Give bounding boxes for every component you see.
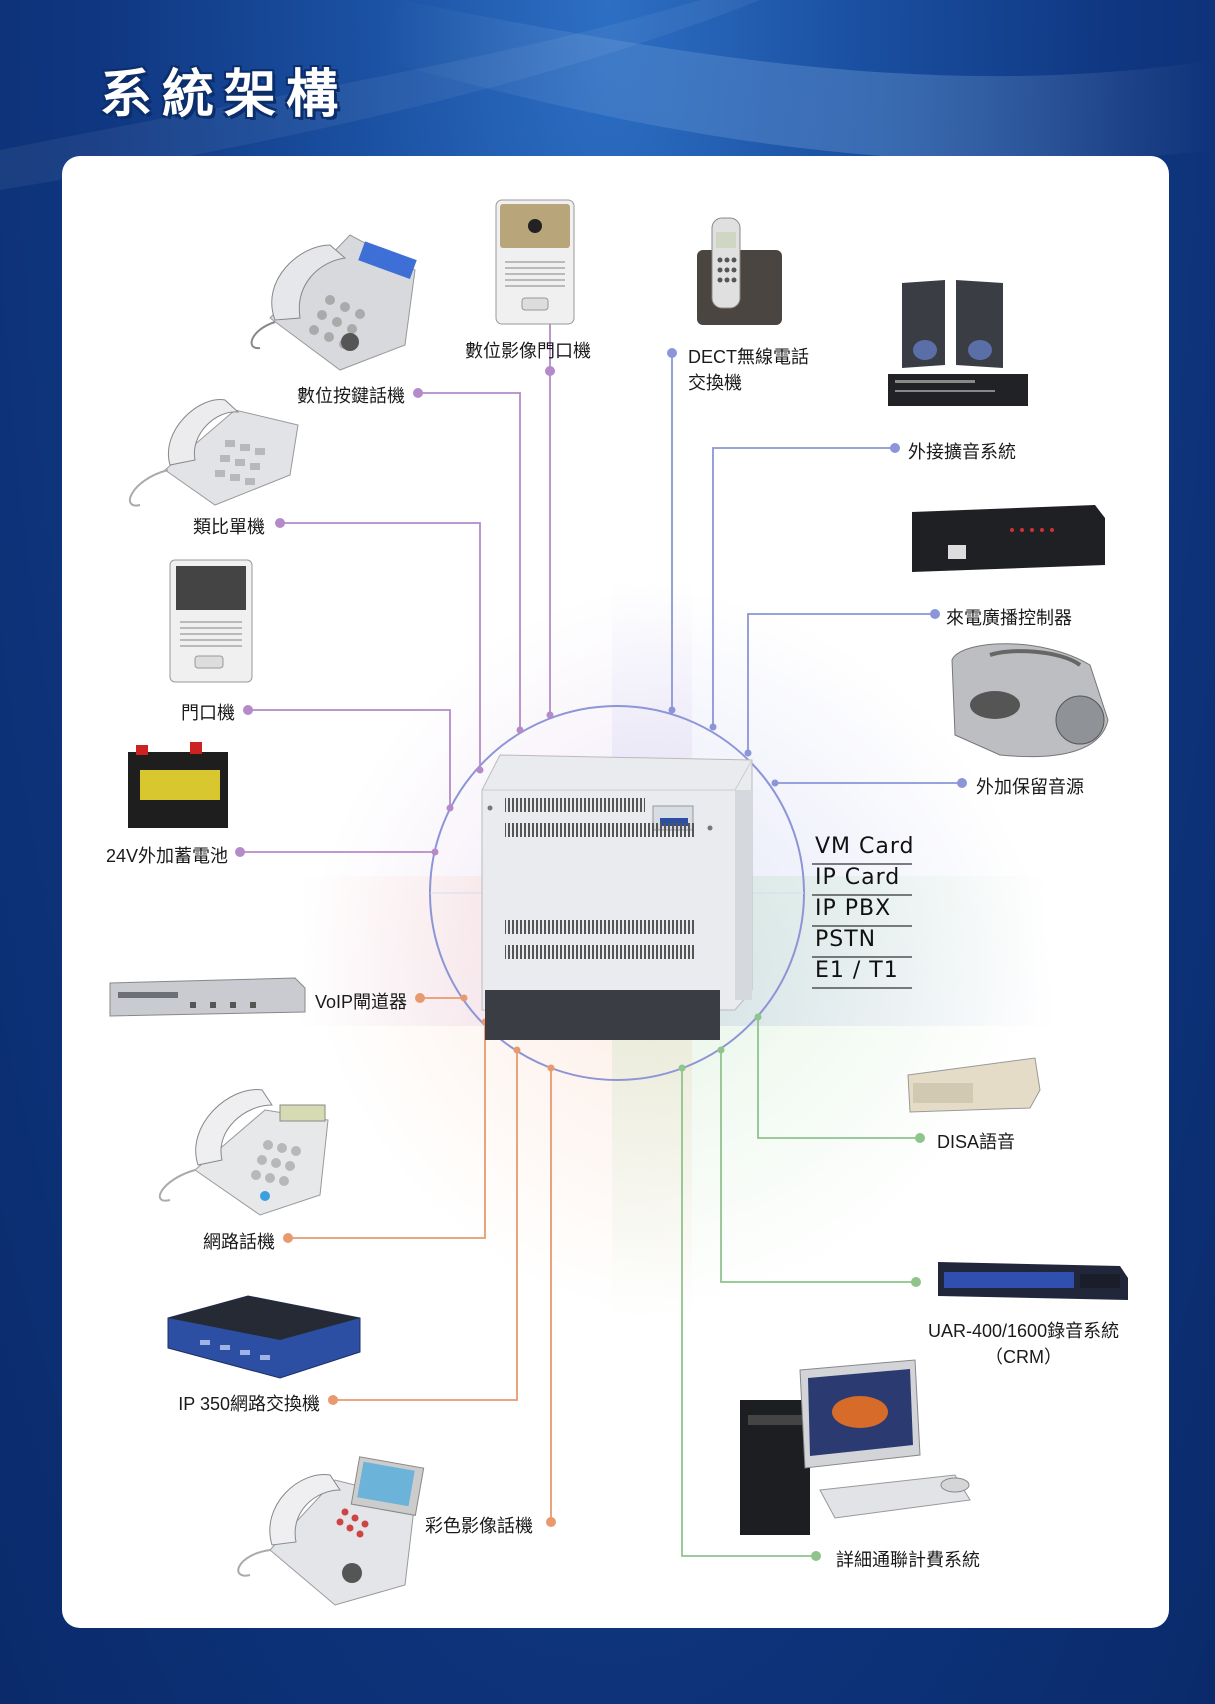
disa-img (907, 1057, 1041, 1113)
voip-gateway-img (109, 977, 306, 1017)
pa-system-img (888, 280, 1028, 406)
digital-key-phone-img (250, 234, 417, 371)
orange-connectors (288, 997, 552, 1522)
card-ip-pbx: IP PBX (815, 896, 892, 921)
color-video-phone-img (237, 1456, 425, 1606)
ip-phone-img (158, 1089, 329, 1216)
label-digital-key-phone: 數位按鍵話機 (297, 386, 405, 406)
blue-dots (667, 348, 967, 788)
label-voip-gateway: VoIP閘道器 (315, 992, 408, 1012)
ip-switch-img (167, 1295, 361, 1379)
label-billing: 詳細通聯計費系統 (836, 1550, 980, 1570)
billing-computer-img (740, 1359, 971, 1535)
card-pstn: PSTN (815, 927, 877, 952)
purple-connectors (240, 260, 551, 853)
label-disa: DISA語音 (937, 1132, 1016, 1152)
label-battery: 24V外加蓄電池 (105, 846, 228, 866)
broadcast-controller-img (912, 505, 1105, 572)
label-recorder: UAR-400/1600錄音系統 (928, 1321, 1120, 1341)
battery-img (128, 742, 228, 828)
pbx-cabinet (481, 754, 753, 1040)
blue-connectors (671, 353, 962, 784)
purple-dots (235, 366, 555, 857)
card-ip: IP Card (815, 865, 901, 890)
label-ip-switch: IP 350網路交換機 (178, 1394, 320, 1414)
door-phone-img (169, 559, 253, 683)
label-dect-line2: 交換機 (688, 373, 742, 393)
card-underlines (812, 863, 912, 989)
label-video-door: 數位影像門口機 (465, 341, 591, 361)
card-vm: VM Card (815, 834, 915, 859)
label-color-video-phone: 彩色影像話機 (425, 1516, 533, 1536)
label-door-phone: 門口機 (181, 703, 235, 723)
orange-dots (283, 993, 556, 1527)
page-title: 系統架構 (100, 65, 349, 125)
green-dots (678, 1013, 925, 1561)
dect-img (697, 217, 782, 325)
label-ip-phone: 網路話機 (203, 1232, 275, 1252)
label-dect: DECT無線電話 (688, 347, 809, 367)
label-broadcast-controller: 來電廣播控制器 (946, 608, 1072, 628)
green-connectors (681, 1017, 920, 1557)
label-recorder-line2: （CRM） (985, 1347, 1062, 1367)
label-music-on-hold: 外加保留音源 (976, 777, 1084, 797)
cd-player-img (951, 643, 1109, 758)
label-pa-system: 外接擴音系統 (908, 442, 1016, 462)
video-door-img (495, 199, 575, 325)
label-analog-phone: 類比單機 (193, 517, 265, 537)
analog-phone-img (129, 399, 299, 507)
card-e1t1: E1 / T1 (815, 958, 899, 983)
recorder-img (938, 1262, 1128, 1300)
